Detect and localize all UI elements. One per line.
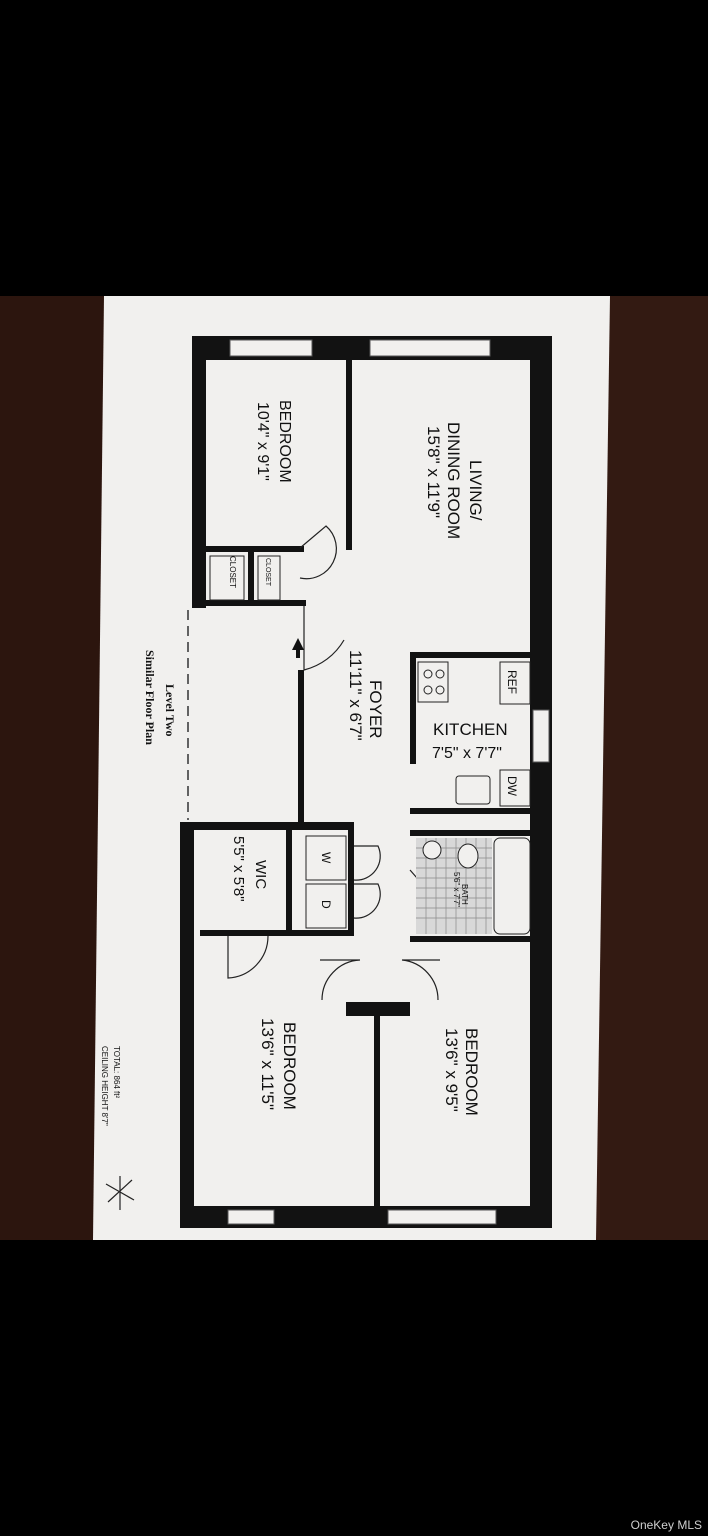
bottom-black-band (0, 1240, 708, 1536)
living-name-1: LIVING/ (466, 460, 485, 521)
ref-label: REF (505, 670, 519, 694)
dw-box (499, 769, 531, 807)
top-black-band (0, 0, 708, 296)
bathtub-icon (493, 837, 531, 935)
bedroom-right-dims: 13'6" x 9'5" (442, 1028, 461, 1112)
washer-box (305, 835, 347, 881)
stove-icon (417, 661, 449, 703)
paper-sheet (93, 296, 610, 1240)
bedroom-left-name: BEDROOM (280, 1022, 299, 1110)
dryer-box (305, 883, 347, 929)
bedroom-top-dims: 10'4" x 9'1" (254, 402, 271, 481)
interior-walls (186, 356, 534, 1206)
watermark-text: OneKey MLS (630, 1518, 702, 1532)
kitchen-name: KITCHEN (433, 720, 508, 739)
washer-label: W (319, 852, 333, 864)
foyer-name: FOYER (366, 680, 385, 739)
toilet-icon (457, 843, 479, 869)
kitchen-dims: 7'5" x 7'7" (432, 745, 502, 762)
living-dims: 15'8" x 11'9" (424, 426, 443, 518)
ref-box (499, 661, 531, 705)
closet-b-label: CLOSET (264, 558, 271, 587)
compass-icon (105, 1176, 135, 1210)
bath-sink-icon (422, 840, 442, 860)
dryer-label: D (319, 900, 333, 909)
windows-bottom (227, 1209, 497, 1225)
living-name-2: DINING ROOM (444, 422, 463, 539)
level-note-2: Similar Floor Plan (143, 650, 157, 745)
level-note-1: Level Two (163, 684, 177, 737)
total-note: TOTAL: 864 ft² (112, 1046, 121, 1099)
bath-name: BATH (460, 884, 469, 905)
foyer-dims: 11'11" x 6'7" (346, 650, 365, 741)
entry-arrow-icon (292, 638, 304, 658)
bedroom-top-name: BEDROOM (276, 400, 293, 483)
wic-name: WIC (252, 860, 269, 889)
bath-dims: 5'6" x 7'7" (452, 872, 461, 907)
kitchen-sink-icon (455, 775, 491, 805)
bedroom-left-dims: 13'6" x 11'5" (258, 1018, 277, 1110)
closet-a-box (209, 555, 245, 601)
closet-b-box (257, 555, 281, 601)
closet-a-label: CLOSET (228, 556, 237, 588)
ceiling-note: CEILING HEIGHT 8'7" (100, 1046, 109, 1126)
wic-dims: 5'5" x 5'8" (230, 836, 247, 902)
windows-top (229, 339, 491, 357)
kitchen-window (532, 709, 550, 763)
bedroom-right-name: BEDROOM (462, 1028, 481, 1116)
dw-label: DW (505, 776, 519, 797)
